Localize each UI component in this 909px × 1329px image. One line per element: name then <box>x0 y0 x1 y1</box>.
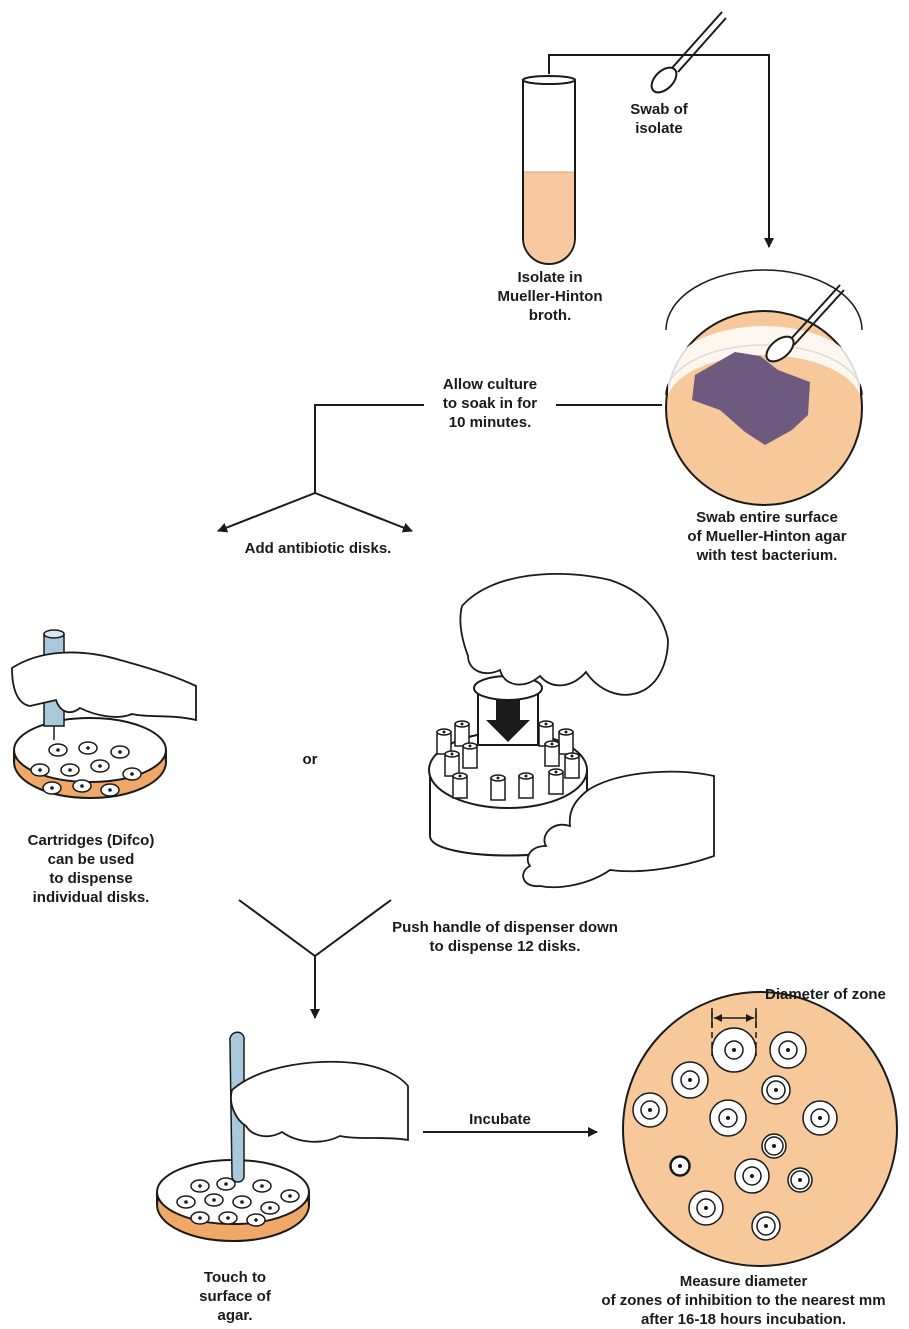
antibiotic-disk <box>190 1179 210 1193</box>
dispenser-cartridge <box>564 752 580 779</box>
dispenser-cartridge <box>454 720 470 747</box>
label-touch: Touch to surface of agar. <box>199 1269 271 1324</box>
antibiotic-disk <box>48 743 68 757</box>
antibiotic-disk <box>204 1193 224 1207</box>
hand-top-icon <box>459 572 669 696</box>
inhibition-zone <box>761 1075 791 1105</box>
dispenser-cartridge <box>452 772 468 799</box>
branch-arrow-left <box>217 492 316 533</box>
broth-tube <box>522 75 576 265</box>
inhibition-zone <box>734 1158 770 1194</box>
cartridge-plate-disks <box>30 741 142 797</box>
inhibition-zone <box>751 1211 781 1241</box>
inhibition-zone <box>769 1031 807 1069</box>
antibiotic-disk <box>260 1201 280 1215</box>
branch-arrow-right <box>314 492 413 533</box>
dispenser-cartridge <box>558 728 574 755</box>
label-swab-surface: Swab entire surface of Mueller-Hinton ag… <box>687 509 847 564</box>
antibiotic-disk <box>218 1211 238 1225</box>
inhibition-zone <box>669 1155 691 1177</box>
inhibition-zone <box>787 1167 813 1193</box>
antibiotic-disk <box>216 1177 236 1191</box>
swabbed-agar-plate <box>665 269 863 506</box>
inhibition-zone <box>688 1190 724 1226</box>
dispenser-cartridges <box>436 720 580 801</box>
inhibition-zone <box>761 1133 787 1159</box>
antibiotic-disk <box>252 1179 272 1193</box>
dispenser-cartridge <box>436 728 452 755</box>
antibiotic-disk <box>72 779 92 793</box>
inhibition-zone <box>802 1100 838 1136</box>
flow-arrow-to-plate <box>548 54 774 248</box>
antibiotic-disk <box>232 1195 252 1209</box>
hand-bottom-icon <box>522 770 715 889</box>
antibiotic-disk <box>60 763 80 777</box>
swab-icon <box>650 11 727 94</box>
inhibition-zone <box>632 1092 668 1128</box>
hand-left-icon <box>11 651 197 722</box>
antibiotic-disk <box>30 763 50 777</box>
label-measure: Measure diameter of zones of inhibition … <box>601 1273 886 1328</box>
dispenser-cartridge <box>444 750 460 777</box>
antibiotic-disk <box>90 759 110 773</box>
antibiotic-disk <box>246 1213 266 1227</box>
antibiotic-disk <box>122 767 142 781</box>
antibiotic-disk <box>190 1211 210 1225</box>
label-or: or <box>302 751 318 768</box>
label-isolate-broth: Isolate in Mueller-Hinton broth. <box>497 269 603 324</box>
label-swab-of-isolate: Swab of isolate <box>630 101 688 137</box>
inhibition-zone <box>671 1061 709 1099</box>
inhibition-zones <box>632 1027 838 1241</box>
hand-touch-icon <box>230 1060 409 1143</box>
label-incubate: Incubate <box>469 1111 531 1128</box>
label-push-handle: Push handle of dispenser down to dispens… <box>392 919 618 955</box>
label-add-disks: Add antibiotic disks. <box>244 540 392 557</box>
label-diameter-of-zone: Diameter of zone <box>765 986 886 1003</box>
antibiotic-disk <box>78 741 98 755</box>
antibiotic-disk <box>280 1189 300 1203</box>
soak-line-left <box>314 404 427 493</box>
result-plate <box>622 991 898 1267</box>
dispenser-cartridge <box>490 774 506 801</box>
antibiotic-disk <box>42 781 62 795</box>
dispenser-cartridge <box>518 772 534 799</box>
touch-plate-disks <box>176 1177 300 1227</box>
label-soak: Allow culture to soak in for 10 minutes. <box>424 375 556 432</box>
dispenser-cartridge <box>462 742 478 769</box>
antibiotic-disk <box>110 745 130 759</box>
antibiotic-disk <box>100 783 120 797</box>
diameter-marker <box>711 1008 757 1056</box>
dispenser-cartridge <box>548 768 564 795</box>
inhibition-zone <box>709 1099 747 1137</box>
label-cartridges: Cartridges (Difco) can be used to dispen… <box>27 832 155 906</box>
antibiotic-disk <box>176 1195 196 1209</box>
dispenser-cartridge <box>544 740 560 767</box>
inhibition-zone <box>711 1027 757 1073</box>
